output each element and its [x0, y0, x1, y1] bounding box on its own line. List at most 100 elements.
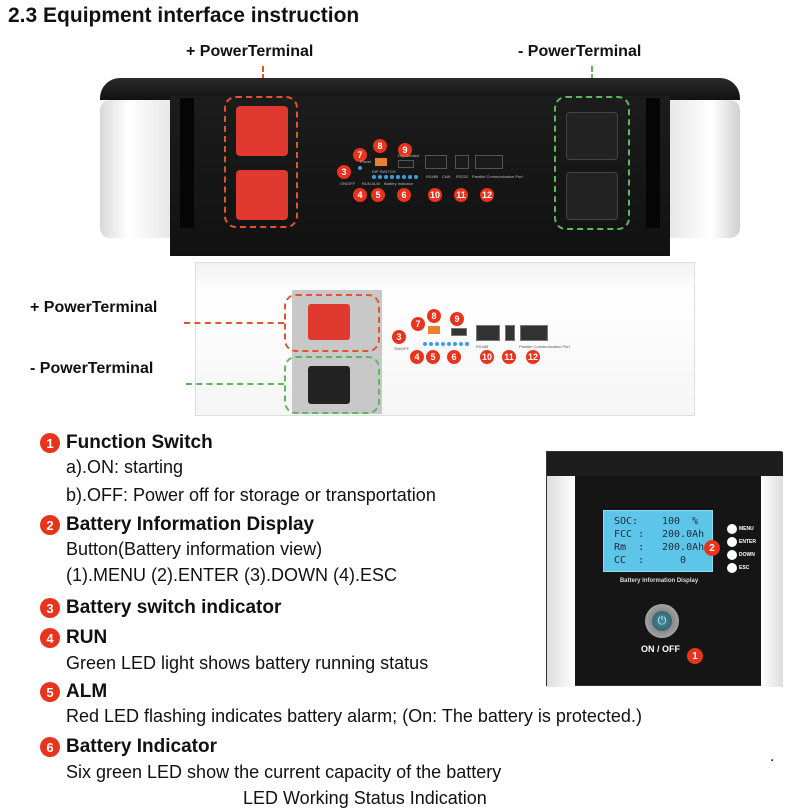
desc-title-4: RUN	[66, 627, 108, 648]
display-panel-top-edge	[547, 452, 783, 476]
enter-button-label: ENTER	[739, 539, 756, 545]
callout-12-bottom: 12	[526, 350, 540, 364]
lcd-cc-value: 0	[680, 555, 687, 566]
top-pos-terminal-label: + PowerTerminal	[186, 43, 314, 60]
bottom-led-row	[423, 342, 469, 346]
desc-1-line-2: b).OFF: Power off for storage or transpo…	[66, 485, 436, 505]
lcd-soc-key: SOC:	[614, 516, 639, 527]
bottom-rs485-port	[476, 325, 500, 341]
bottom-device-image	[195, 262, 695, 416]
callout-11-top: 11	[454, 188, 468, 202]
top-battind-text: Battery Indicator	[384, 181, 414, 186]
callout-12-top: 12	[480, 188, 494, 202]
power-switch[interactable]: ⏻	[645, 604, 679, 638]
callout-6-top: 6	[397, 188, 411, 202]
desc-title-1: Function Switch	[66, 432, 213, 453]
callout-8-bottom: 8	[427, 309, 441, 323]
top-device-left-slot	[180, 98, 194, 228]
top-led-row	[372, 175, 418, 179]
top-parallel-text: Parallel Communication Port	[472, 174, 523, 179]
top-device-right-cap	[670, 100, 740, 238]
desc-num-1: 1	[40, 433, 60, 453]
desc-title-5: ALM	[66, 681, 108, 702]
lcd-fcc-value: 200.0Ah	[662, 529, 705, 540]
desc-title-3: Battery switch indicator	[66, 597, 282, 618]
bottom-neg-terminal	[308, 366, 350, 404]
callout-5-top: 5	[371, 188, 385, 202]
bottom-rs232-port	[505, 325, 515, 341]
bottom-parallel-text: Parallel Communication Port	[519, 344, 570, 349]
top-parallel-port	[475, 155, 503, 169]
callout-4-top: 4	[353, 188, 367, 202]
top-pos-terminal-upper	[236, 106, 288, 156]
top-neg-terminal-label: - PowerTerminal	[518, 43, 642, 60]
display-panel-left-cap	[547, 476, 575, 687]
top-power-led	[358, 166, 362, 170]
desc-4-line-1: Green LED light shows battery running st…	[66, 653, 429, 673]
desc-num-2: 2	[40, 515, 60, 535]
callout-3-bottom: 3	[392, 330, 406, 344]
top-dry-text: Dry Contact	[398, 153, 420, 158]
bottom-dip-switch	[428, 326, 440, 334]
footer-caption: LED Working Status Indication	[243, 788, 487, 808]
top-dry-contact-port	[398, 160, 414, 168]
desc-title-6: Battery Indicator	[66, 736, 217, 757]
callout-11-bottom: 11	[502, 350, 516, 364]
desc-num-6: 6	[40, 737, 60, 757]
callout-7-top: 7	[353, 148, 367, 162]
down-button-label: DOWN	[739, 552, 755, 558]
desc-title-2: Battery Information Display	[66, 514, 315, 535]
callout-10-top: 10	[428, 188, 442, 202]
lcd-soc-value: 100 %	[662, 516, 699, 527]
lcd-screen: SOC: 100 % FCC : 200.0Ah Rm : 200.0Ah CC…	[603, 510, 713, 572]
desc-5-line-1: Red LED flashing indicates battery alarm…	[66, 706, 642, 726]
desc-num-4: 4	[40, 628, 60, 648]
bottom-neg-leader-line	[186, 383, 284, 385]
top-device-right-slot	[646, 98, 660, 228]
callout-9-top: 9	[398, 143, 412, 157]
top-dip-text: DIP SWITCH	[372, 169, 396, 174]
bottom-pos-leader-line	[184, 322, 284, 324]
menu-button-label: MENU	[739, 526, 754, 532]
callout-2-display: 2	[704, 540, 720, 556]
page-title: 2.3 Equipment interface instruction	[8, 4, 360, 27]
down-button[interactable]	[727, 550, 737, 560]
enter-button[interactable]	[727, 537, 737, 547]
desc-num-5: 5	[40, 682, 60, 702]
bottom-rs485-text: RS485	[476, 344, 489, 349]
desc-2-line-1: Button(Battery information view)	[66, 539, 323, 559]
top-device-left-cap	[100, 100, 170, 238]
top-rs232-text: RS232	[456, 174, 469, 179]
top-dip-switch	[375, 158, 387, 166]
bottom-parallel-port	[520, 325, 548, 341]
display-panel-image	[546, 451, 783, 687]
callout-6-bottom: 6	[447, 350, 461, 364]
bottom-neg-terminal-box	[284, 356, 380, 414]
lcd-rm-key: Rm :	[614, 542, 645, 553]
desc-2-line-2: (1).MENU (2).ENTER (3).DOWN (4).ESC	[66, 565, 398, 585]
callout-3-top: 3	[337, 165, 351, 179]
bottom-dry-contact-port	[451, 328, 467, 336]
menu-button[interactable]	[727, 524, 737, 534]
bottom-neg-terminal-label: - PowerTerminal	[30, 360, 154, 377]
desc-num-3: 3	[40, 598, 60, 618]
esc-button[interactable]	[727, 563, 737, 573]
callout-9-bottom: 9	[450, 312, 464, 326]
top-neg-terminal-box	[554, 96, 630, 230]
lcd-cc-key: CC :	[614, 555, 645, 566]
top-device-image	[100, 78, 740, 256]
top-onoff-text: ON/OFF	[340, 181, 356, 186]
display-panel-right-cap	[761, 476, 783, 687]
callout-5-bottom: 5	[426, 350, 440, 364]
bottom-pos-terminal-box	[284, 294, 380, 352]
top-neg-terminal-upper	[566, 112, 618, 160]
top-rs485-port	[425, 155, 447, 169]
callout-4-bottom: 4	[410, 350, 424, 364]
lcd-caption: Battery Information Display	[619, 578, 699, 584]
callout-8-top: 8	[373, 139, 387, 153]
desc-1-line-1: a).ON: starting	[66, 457, 184, 477]
bottom-pos-terminal-label: + PowerTerminal	[30, 299, 158, 316]
top-runalm-text: RUN ALM	[362, 181, 380, 186]
stray-dot: .	[770, 748, 775, 765]
top-neg-terminal-lower	[566, 172, 618, 220]
